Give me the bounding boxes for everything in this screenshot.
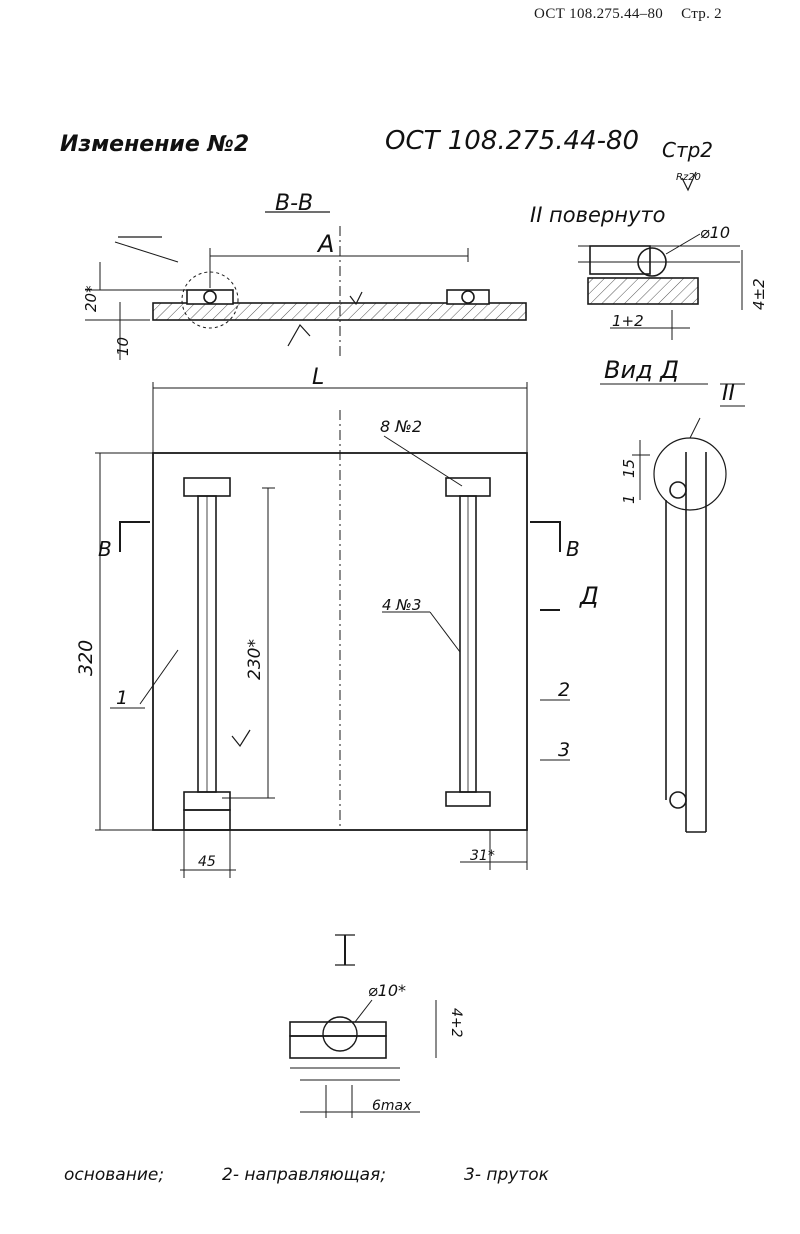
view-d-letter: Д: [579, 582, 599, 610]
detail-II-title: II повернуто: [530, 203, 666, 227]
dim-230: 230*: [245, 639, 265, 680]
position-8: 8 №2: [380, 417, 422, 436]
page-header: ОСТ 108.275.44–80 Стр. 2: [520, 6, 722, 23]
callout-2: 2: [558, 679, 570, 701]
detail-II-diameter: ⌀10: [700, 223, 730, 242]
detail-II-roughness: Rz20: [676, 172, 701, 183]
view-d-dim-1: 1: [620, 494, 638, 504]
dim-a: А: [316, 230, 334, 258]
dim-31: 31*: [470, 848, 495, 864]
dim-L: L: [312, 365, 324, 390]
section-marker-right: В: [566, 537, 580, 561]
section-marker-left: В: [98, 537, 112, 561]
detail-I: [289, 934, 437, 1118]
dim-320: 320: [75, 640, 97, 676]
legend-item-2: 2- направляющая;: [222, 1165, 386, 1185]
section-bb: [85, 211, 527, 360]
callout-1: 1: [116, 687, 128, 709]
revision-page: Стр2: [662, 138, 714, 162]
dim-45: 45: [198, 854, 216, 870]
detail-I-dim-4: 4+2: [448, 1008, 464, 1038]
detail-II: [578, 171, 743, 340]
header-page: Стр. 2: [681, 6, 722, 22]
view-d-dim-15: 15: [620, 459, 638, 478]
position-4: 4 №3: [382, 596, 421, 614]
dim-20: 20*: [82, 285, 100, 312]
detail-I-diameter: ⌀10*: [368, 981, 406, 1000]
legend-item-1: основание;: [64, 1165, 164, 1185]
legend-item-3: 3- пруток: [464, 1165, 550, 1185]
dim-10: 10: [114, 337, 132, 356]
detail-II-offset: 1+2: [612, 312, 644, 330]
plan-view: [95, 382, 570, 878]
detail-I-title: I: [336, 961, 337, 963]
detail-I-bmax: 6max: [372, 1098, 412, 1114]
section-bb-title: В-В: [275, 191, 313, 216]
header-standard: ОСТ 108.275.44–80: [534, 6, 664, 22]
revision-standard: ОСТ 108.275.44-80: [385, 126, 640, 156]
view-d: [600, 383, 745, 833]
revision-label: Изменение №2: [60, 132, 250, 157]
view-d-marker: II: [722, 381, 735, 406]
callout-3: 3: [558, 739, 570, 761]
detail-II-height: 4±2: [750, 278, 768, 310]
view-d-title: Вид Д: [604, 356, 679, 384]
